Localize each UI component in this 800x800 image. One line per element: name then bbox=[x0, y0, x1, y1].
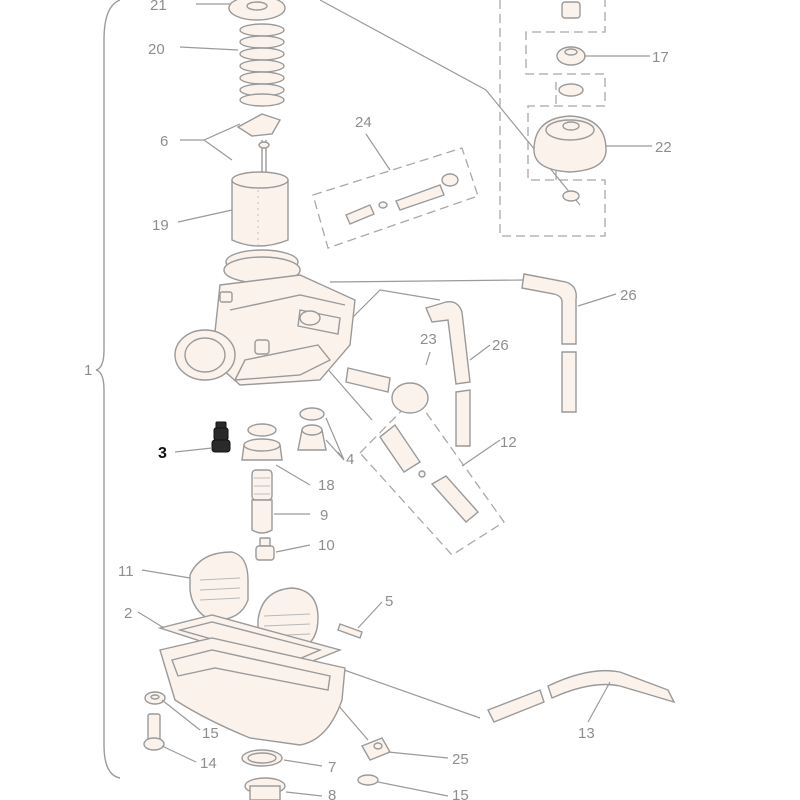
label-part-26-right: 26 bbox=[620, 287, 637, 304]
kit-box-12 bbox=[359, 395, 505, 556]
part-8-drain-plug bbox=[244, 777, 286, 800]
part-22-top-cap bbox=[533, 115, 607, 202]
label-part-9: 9 bbox=[320, 507, 328, 524]
label-part-14: 14 bbox=[200, 755, 217, 772]
assembly-bracket bbox=[95, 0, 121, 779]
label-part-1: 1 bbox=[84, 362, 92, 379]
label-part-25: 25 bbox=[452, 751, 469, 768]
label-part-11: 11 bbox=[118, 563, 134, 580]
part-4-needle-jet bbox=[297, 407, 327, 451]
label-part-20: 20 bbox=[148, 41, 165, 58]
part-20-spring bbox=[239, 23, 285, 107]
label-part-22: 22 bbox=[655, 139, 672, 156]
part-15-lower-washer bbox=[357, 774, 379, 786]
kit-box-24 bbox=[312, 147, 479, 249]
label-part-5: 5 bbox=[385, 593, 393, 610]
label-part-18: 18 bbox=[318, 477, 335, 494]
part-14-screw bbox=[143, 713, 165, 751]
label-part-8: 8 bbox=[328, 787, 336, 800]
label-part-26-middle: 26 bbox=[492, 337, 509, 354]
label-part-15-lower: 15 bbox=[452, 787, 469, 800]
part-17-nut bbox=[556, 1, 586, 97]
label-part-17: 17 bbox=[652, 49, 669, 66]
part-12-pilot-screw-set bbox=[379, 423, 480, 523]
part-25-clamp bbox=[360, 737, 392, 761]
label-part-23: 23 bbox=[420, 331, 437, 348]
label-part-6: 6 bbox=[160, 133, 168, 150]
part-10-main-jet bbox=[255, 537, 275, 561]
part-15-washer bbox=[144, 691, 166, 705]
float-bowl bbox=[159, 637, 346, 746]
part-18-washer bbox=[241, 423, 283, 461]
label-part-13: 13 bbox=[578, 725, 595, 742]
label-part-4: 4 bbox=[346, 451, 354, 468]
callout-leaders bbox=[137, 3, 652, 797]
part-23-choke-plunger bbox=[345, 367, 429, 414]
label-part-24: 24 bbox=[355, 114, 372, 131]
part-5-float-pin bbox=[337, 623, 363, 639]
part-24-idle-screw-set bbox=[345, 173, 459, 225]
label-part-2: 2 bbox=[124, 605, 132, 622]
part-13-drain-hose bbox=[487, 669, 676, 723]
part-19-throttle-valve bbox=[231, 171, 289, 247]
part-3-pilot-jet bbox=[211, 421, 231, 453]
part-labels: 21 20 17 6 24 22 19 26 23 26 1 12 3 4 18… bbox=[84, 0, 672, 800]
label-part-19: 19 bbox=[152, 217, 169, 234]
part-7-o-ring bbox=[241, 749, 283, 767]
part-9-main-jet-holder bbox=[251, 469, 273, 534]
carburetor-body bbox=[174, 249, 356, 386]
part-21-cap bbox=[228, 0, 286, 21]
label-part-7: 7 bbox=[328, 759, 336, 776]
label-part-10: 10 bbox=[318, 537, 335, 554]
label-part-12: 12 bbox=[500, 434, 517, 451]
label-part-21: 21 bbox=[150, 0, 167, 14]
part-26-hose-middle bbox=[425, 301, 471, 447]
label-part-15-upper: 15 bbox=[202, 725, 219, 742]
label-part-3: 3 bbox=[158, 445, 167, 462]
kit-box-top-right bbox=[499, 0, 606, 237]
part-26-hose-right bbox=[521, 273, 577, 413]
